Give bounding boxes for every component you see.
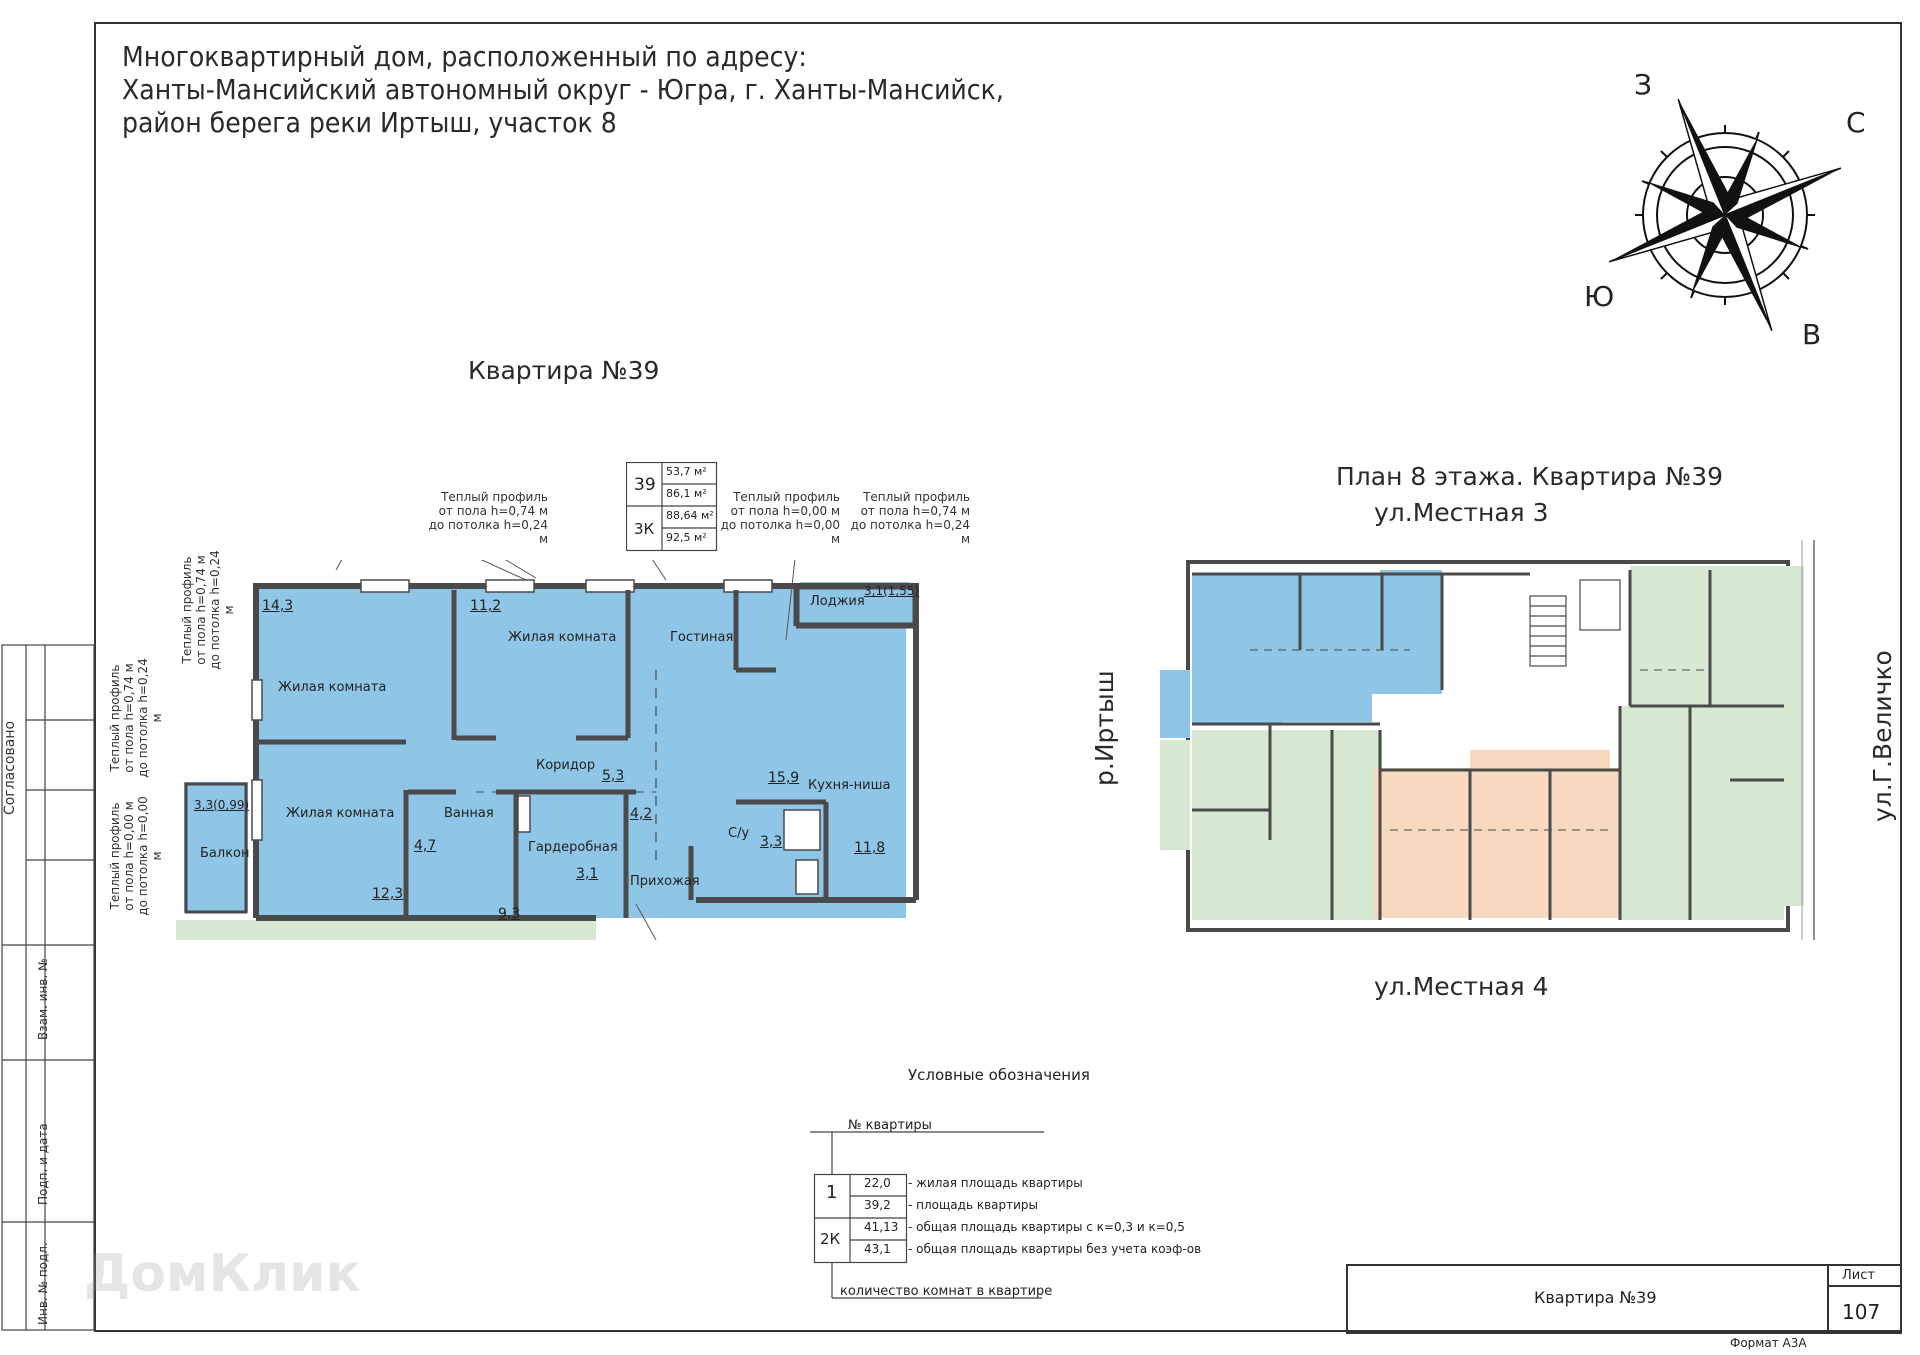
kitchen-area: 11,8 [854,840,886,856]
room1-name: Жилая комната [278,680,387,695]
apt-rooms: 3К [634,520,655,538]
legend-d3: - общая площадь квартиры с к=0,3 и к=0,5 [908,1220,1185,1234]
compass-north: С [1846,106,1866,139]
balcony-name: Балкон [200,846,250,861]
wc-area: 3,3 [760,834,783,850]
sheet-title: Квартира №39 [1534,1288,1657,1307]
apt-total-k: 88,64 м² [666,509,714,522]
drawing-frame [94,22,1902,1332]
title-block [1346,1264,1902,1334]
legend-v3: 41,13 [864,1220,899,1234]
street-bottom: ул.Местная 4 [1374,972,1549,1001]
neighbor-area: 9,3 [498,906,521,922]
apt-number: 39 [634,475,656,495]
watermark: ДомКлик [84,1244,361,1304]
compass-south: Ю [1584,280,1615,313]
legend-apt-no: № квартиры [848,1118,932,1133]
address-line-1: Многоквартирный дом, расположенный по ад… [122,40,807,73]
apt-area: 86,1 м² [666,487,707,500]
legend-rooms-count: количество комнат в квартире [840,1284,1053,1299]
room1-area: 14,3 [262,598,294,614]
agreed-label: Согласовано [2,720,18,815]
left-stamp-strip [1,644,95,1331]
apartment-info-table [626,462,718,552]
loggia-name: Лоджия [810,594,865,609]
room2-name: Жилая комната [508,630,617,645]
wc-name: С/у [728,826,750,841]
corridor-area: 5,3 [602,768,625,784]
river-label: р.Иртыш [1090,670,1119,786]
corridor-name: Коридор [536,758,596,773]
sheet-label: Лист [1842,1268,1875,1283]
sheet-number: 107 [1842,1300,1881,1324]
living-room-name: Гостиная [670,630,734,645]
legend-v2: 39,2 [864,1198,891,1212]
balcony-area: 3,3(0,99) [194,798,250,812]
kitchen-living-area: 15,9 [768,770,800,786]
inv-podl-label: Инв. № подл. [36,1242,50,1325]
compass-west: З [1634,68,1652,101]
address-line-3: район берега реки Иртыш, участок 8 [122,106,617,139]
apt-living-area: 53,7 м² [666,465,707,478]
wardrobe-name: Гардеробная [528,840,618,855]
legend-title: Условные обозначения [908,1066,1090,1084]
street-top: ул.Местная 3 [1374,498,1549,527]
legend-d4: - общая площадь квартиры без учета коэф-… [908,1242,1202,1256]
compass-east: В [1802,318,1822,351]
address-line-2: Ханты-Мансийский автономный округ - Югра… [122,73,1004,106]
format-label: Формат А3А [1730,1336,1807,1350]
legend-rooms: 2К [820,1230,841,1248]
apartment-plan [176,560,919,940]
legend-v4: 43,1 [864,1242,891,1256]
hall-area: 4,2 [630,806,653,822]
room3-area: 12,3 [372,886,404,902]
compass-rose [1608,98,1842,332]
legend-d2: - площадь квартиры [908,1198,1039,1212]
floor-plan-title: План 8 этажа. Квартира №39 [1336,462,1724,491]
wardrobe-area: 3,1 [576,866,599,882]
loggia-area: 3,1(1,55) [864,584,920,598]
sign-date-label: Подп. и дата [36,1123,50,1205]
address-block: Многоквартирный дом, расположенный по ад… [122,40,1004,139]
hall-name: Прихожая [630,874,700,889]
legend-num: 1 [826,1182,838,1203]
apartment-plan-title: Квартира №39 [468,356,660,385]
legend-diagram [810,1131,1044,1299]
street-right: ул.Г.Величко [1868,650,1897,822]
inv-vzam-label: Взам. инв. № [36,958,50,1040]
floor-plan [1160,540,1815,940]
room2-area: 11,2 [470,598,502,614]
apt-total: 92,5 м² [666,531,707,544]
room3-name: Жилая комната [286,806,395,821]
kitchen-name: Кухня-ниша [808,778,891,793]
bath-name: Ванная [444,806,494,821]
legend-v1: 22,0 [864,1176,891,1190]
legend-d1: - жилая площадь квартиры [908,1176,1083,1190]
bath-area: 4,7 [414,838,437,854]
